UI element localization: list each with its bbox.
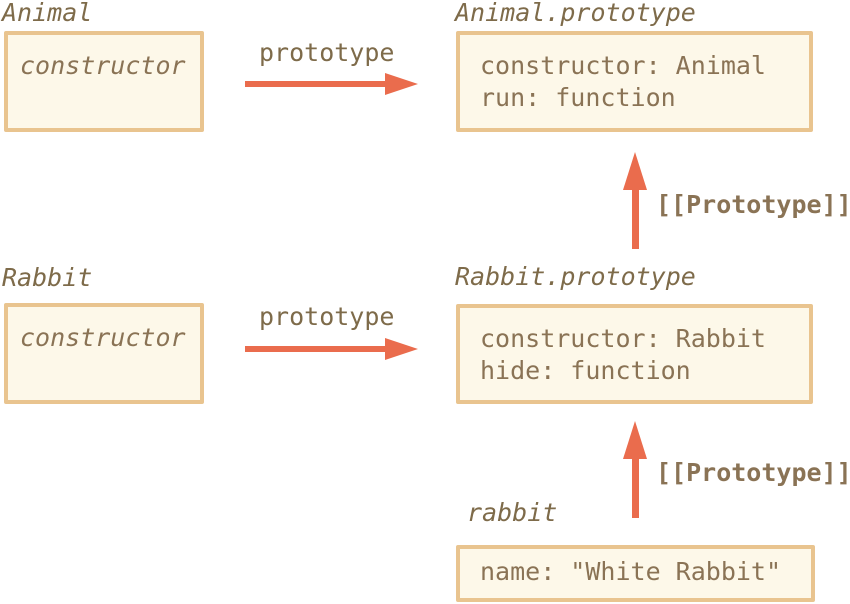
animal-constructor-box: constructor <box>4 31 204 132</box>
arrow-head <box>623 152 647 190</box>
animal-prototype-label: Animal.prototype <box>455 0 696 27</box>
rabbit-prototype-arrow-icon <box>245 338 418 360</box>
animal-label: Animal <box>2 0 93 27</box>
rabbitproto-to-animalproto-arrow-icon <box>623 152 647 249</box>
arrow-head <box>623 421 647 459</box>
rabbit-to-rabbitproto-arrow-icon <box>623 421 647 518</box>
animal-prototype-box: constructor: Animal run: function <box>456 31 813 132</box>
animal-prototype-box-line: constructor: Animal <box>480 51 766 80</box>
rabbitproto-to-animalproto-label: [[Prototype]] <box>656 190 850 219</box>
arrow-stem <box>632 188 639 249</box>
animal-prototype-arrow-icon <box>245 73 418 95</box>
rabbit-prototype-label: Rabbit.prototype <box>455 262 696 291</box>
rabbit-constructor-box: constructor <box>4 303 204 404</box>
arrow-head <box>385 73 418 95</box>
rabbit-instance-box: name: "White Rabbit" <box>456 545 815 602</box>
rabbit-prototype-box-line: constructor: Rabbit <box>480 324 766 353</box>
arrow-stem <box>245 81 390 87</box>
rabbit-prototype-box: constructor: Rabbit hide: function <box>456 304 813 404</box>
rabbit-instance-label: rabbit <box>467 498 558 527</box>
arrow-stem <box>632 457 639 518</box>
animal-prototype-box-line: run: function <box>480 83 676 112</box>
rabbit-box-line: constructor <box>20 323 186 352</box>
arrow-head <box>385 338 418 360</box>
rabbit-instance-box-line: name: "White Rabbit" <box>480 557 782 586</box>
arrow-stem <box>245 346 390 352</box>
animal-box-line: constructor <box>20 51 186 80</box>
rabbit-prototype-box-line: hide: function <box>480 356 691 385</box>
rabbit-prototype-arrow-label: prototype <box>259 302 395 331</box>
animal-prototype-arrow-label: prototype <box>259 38 395 67</box>
rabbit-label: Rabbit <box>2 263 93 292</box>
rabbit-to-rabbitproto-label: [[Prototype]] <box>656 458 850 487</box>
